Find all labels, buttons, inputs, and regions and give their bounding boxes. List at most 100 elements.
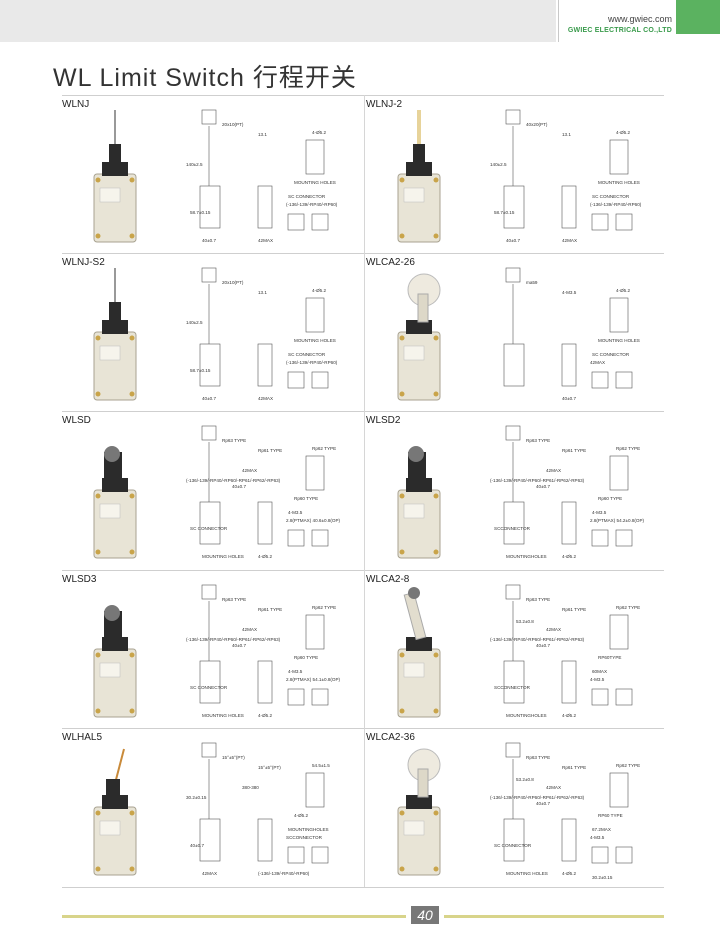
dimension-label: 40±0.7: [536, 801, 550, 806]
dimension-label: 20x10(PT): [222, 122, 244, 127]
screw-icon: [399, 549, 405, 555]
spring-coil: [106, 778, 120, 797]
front-view: [503, 818, 525, 862]
dimension-label: MOUNTING HOLES: [202, 713, 244, 718]
dimension-label: SC CONNECTOR: [592, 352, 630, 357]
screw-icon: [95, 391, 101, 397]
screw-icon: [95, 335, 101, 341]
screw-icon: [95, 233, 101, 239]
dimension-label: 42MAX: [242, 468, 257, 473]
screw-icon: [433, 391, 439, 397]
dimension-label: Rp63 TYPE: [526, 755, 550, 760]
connector-view: [311, 846, 329, 864]
technical-drawing: [199, 109, 329, 231]
front-view: [503, 660, 525, 703]
technical-drawing: [503, 426, 633, 547]
dimension-label: Rp63 TYPE: [526, 438, 550, 443]
switch-label-plate: [99, 187, 121, 203]
screw-icon: [95, 549, 101, 555]
front-view: [199, 502, 221, 545]
front-view: [503, 185, 525, 229]
dimension-label: MOUNTING HOLES: [202, 554, 244, 559]
connector-view: [287, 688, 305, 705]
top-view: [201, 742, 217, 758]
switch-label-plate: [403, 662, 425, 677]
spring-coil: [109, 144, 121, 162]
dimension-label: 40±0.7: [232, 643, 246, 648]
switch-label-plate: [99, 504, 121, 519]
top-view: [201, 109, 217, 125]
connector-view: [615, 530, 633, 547]
screw-icon: [129, 233, 135, 239]
switch-body: [397, 489, 441, 559]
header-site-info: www.gwiec.com GWIEC ELECTRICAL CO.,LTD: [568, 14, 672, 36]
connector-view: [591, 213, 609, 231]
dimension-label: 40±0.7: [202, 396, 216, 401]
switch-photo: [93, 748, 137, 876]
switch-photo: [93, 268, 137, 401]
dimension-label: Rp60 TYPE: [294, 655, 318, 660]
screw-icon: [399, 177, 405, 183]
mounting-view: [609, 456, 629, 491]
switch-label-plate: [403, 187, 425, 203]
website-link[interactable]: www.gwiec.com: [607, 14, 672, 24]
mounting-view: [305, 614, 325, 649]
dimension-drawing: 15°±5°(PT)15°±5°(PT)54.5±1.54-Ø5.2MOUNTI…: [93, 742, 330, 876]
dimension-label: 4-Ø5.2: [312, 288, 326, 293]
mounting-view: [305, 297, 325, 333]
grid-divider: [62, 570, 664, 571]
dimension-label: Rp63 TYPE: [526, 597, 550, 602]
dimension-label: MOUNTINGHOLES: [506, 713, 547, 718]
dimension-label: 4-M3.5: [592, 510, 607, 515]
side-view: [561, 660, 577, 703]
side-view: [257, 185, 273, 229]
screw-icon: [95, 810, 101, 816]
dimension-label: MOUNTING HOLES: [506, 871, 548, 876]
dimension-label: 30.2±0.15: [186, 795, 207, 800]
switch-body: [397, 173, 441, 243]
switch-label-plate: [99, 662, 121, 677]
screw-icon: [129, 493, 135, 499]
connector-view: [591, 371, 609, 389]
dimension-label: (-136/-139/-RP40/-RP60): [590, 202, 642, 207]
dimension-label: (-136/-139/-RP40/-RP60/-RP61/-RP62/-RP63…: [186, 478, 281, 483]
connector-view: [591, 530, 609, 547]
dimension-label: MOUNTINGHOLES: [506, 554, 547, 559]
switch-body: [397, 331, 441, 401]
dimension-label: 15°±5°(PT): [258, 765, 281, 770]
dimension-label: SC CONNECTOR: [288, 352, 326, 357]
model-name: WLCA2-36: [366, 731, 415, 743]
dimension-label: Rp63 TYPE: [222, 438, 246, 443]
side-view: [257, 343, 273, 387]
dimension-label: 42MAX: [258, 238, 273, 243]
screw-icon: [399, 810, 405, 816]
front-view: [199, 818, 221, 862]
screw-icon: [433, 177, 439, 183]
screw-icon: [399, 233, 405, 239]
dimension-label: SC CONNECTOR: [190, 526, 228, 531]
dimension-label: 2.8(PTMAX) 54.2±0.8(OP): [590, 518, 645, 523]
top-view: [505, 267, 521, 283]
switch-photo: [397, 748, 441, 876]
connector-view: [591, 688, 609, 705]
technical-drawing: [199, 426, 329, 547]
dimension-label: 4-Ø5.2: [312, 130, 326, 135]
mounting-view: [609, 614, 629, 649]
dimension-label: (-136/-139/-RP40/-RP60): [286, 202, 338, 207]
dimension-label: 380-380: [242, 785, 259, 790]
top-view: [505, 584, 521, 599]
connector-view: [287, 371, 305, 389]
top-view: [201, 584, 217, 599]
connector-view: [591, 846, 609, 864]
dimension-label: 4-Ø5.2: [562, 713, 576, 718]
dimension-label: Rp60 TYPE: [294, 496, 318, 501]
dimension-label: MOUNTINGHOLES: [288, 827, 329, 832]
model-name: WLNJ-2: [366, 99, 403, 110]
roller-wheel: [408, 586, 420, 599]
